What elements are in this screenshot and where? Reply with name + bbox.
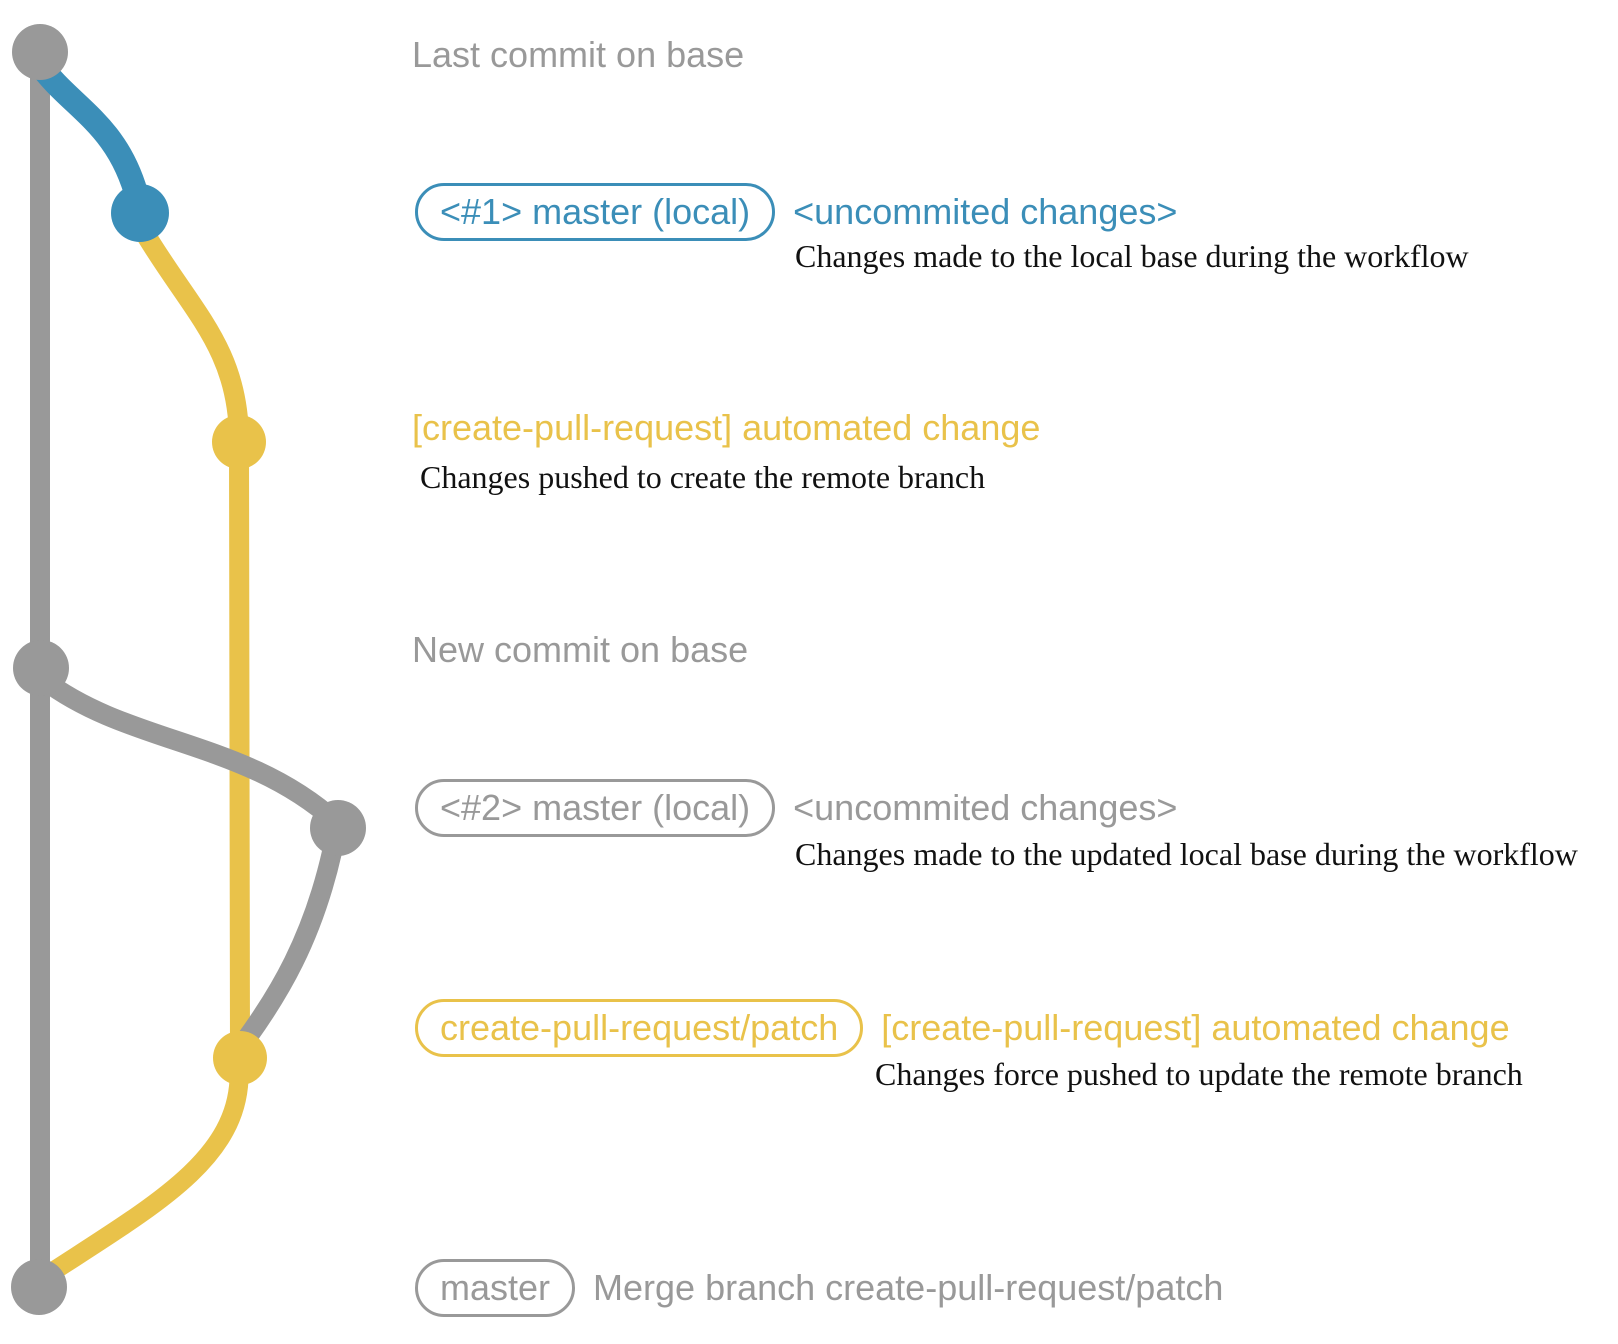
label-new-commit-on-base: New commit on base <box>412 629 749 670</box>
caption-local-changes-1: Changes made to the local base during th… <box>795 238 1469 274</box>
branch-badge-master-local-2: <#2> master (local) <box>415 779 776 837</box>
label-last-commit-on-base: Last commit on base <box>412 34 745 75</box>
edge-create-pull-request-branch <box>134 222 250 1068</box>
caption-push-create-remote: Changes pushed to create the remote bran… <box>420 459 986 495</box>
commit-node-remote-2 <box>213 1031 267 1085</box>
branch-badge-master-local-1: <#1> master (local) <box>415 183 776 241</box>
branch-badge-master: master <box>415 1259 576 1317</box>
commit-node-new-base <box>13 640 69 696</box>
note-automated-change-2: [create-pull-request] automated change <box>881 1007 1510 1048</box>
row-merge-commit: master Merge branch create-pull-request/… <box>415 1259 1223 1317</box>
edge-merge-into-master <box>42 1070 249 1282</box>
commit-node-last-base <box>12 24 68 80</box>
row-local-commit-2: <#2> master (local) <uncommited changes> <box>415 779 1177 837</box>
commit-node-local-1 <box>111 184 169 242</box>
commit-node-merge <box>11 1259 67 1315</box>
note-automated-change-1: [create-pull-request] automated change <box>412 407 1041 448</box>
row-local-commit-1: <#1> master (local) <uncommited changes> <box>415 183 1177 241</box>
commit-node-local-2 <box>310 800 366 856</box>
edge-rebase-onto-branch <box>237 842 342 1048</box>
caption-force-push-update-remote: Changes force pushed to update the remot… <box>875 1056 1523 1092</box>
edge-update-local-base <box>34 670 346 832</box>
note-uncommited-changes-1: <uncommited changes> <box>793 191 1178 232</box>
row-remote-commit-2: create-pull-request/patch [create-pull-r… <box>415 999 1510 1057</box>
commit-node-remote-1 <box>212 415 266 469</box>
note-merge-branch: Merge branch create-pull-request/patch <box>593 1267 1224 1308</box>
note-uncommited-changes-2: <uncommited changes> <box>793 787 1178 828</box>
branch-badge-create-pull-request-patch: create-pull-request/patch <box>415 999 864 1057</box>
edge-local-changes <box>26 50 150 212</box>
caption-local-changes-2: Changes made to the updated local base d… <box>795 836 1578 872</box>
